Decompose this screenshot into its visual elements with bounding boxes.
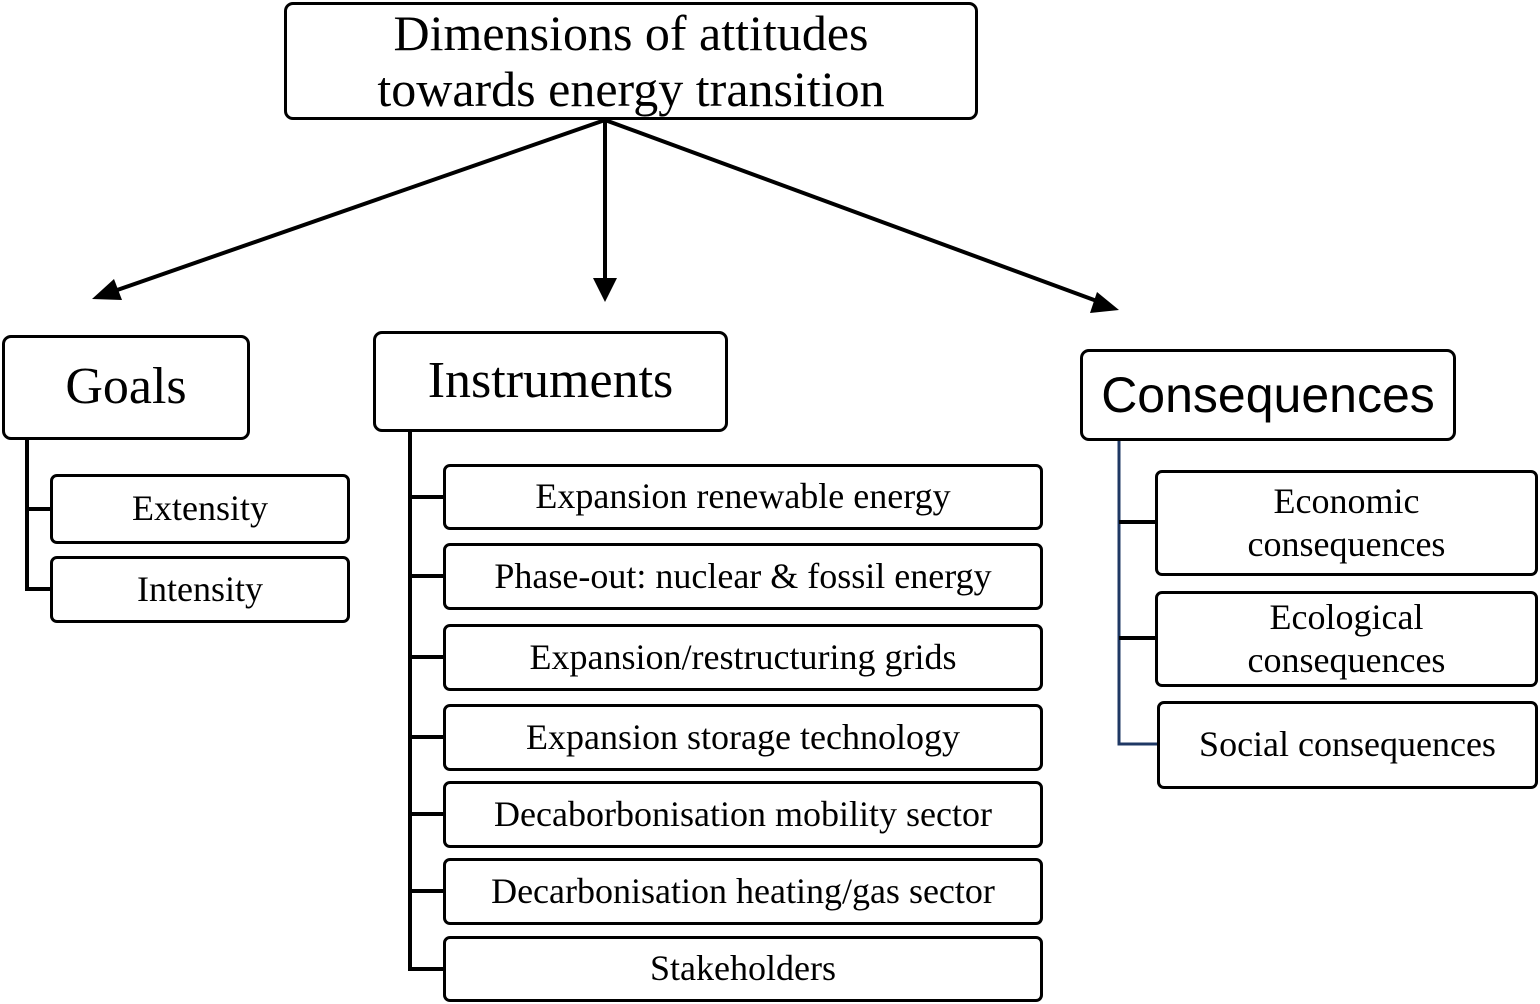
- instruments-item: Stakeholders: [443, 936, 1043, 1002]
- title-line-1: Dimensions of attitudes: [393, 5, 869, 61]
- consequences-bracket: [1117, 441, 1158, 746]
- consequences-item-social: Social consequences: [1157, 701, 1538, 789]
- instruments-item-label: Phase-out: nuclear & fossil energy: [494, 555, 992, 596]
- goals-bracket: [25, 438, 52, 591]
- arrowhead-instruments-icon: [593, 278, 617, 302]
- consequences-item-line-1: Social consequences: [1199, 724, 1496, 765]
- instruments-item: Decaborbonisation mobility sector: [443, 781, 1043, 848]
- consequences-item-ecological: Ecological consequences: [1155, 591, 1538, 687]
- instruments-item-label: Decaborbonisation mobility sector: [494, 793, 992, 834]
- title-box: Dimensions of attitudes towards energy t…: [284, 2, 978, 120]
- instruments-item-label: Decarbonisation heating/gas sector: [491, 870, 995, 911]
- consequences-item-line-2: consequences: [1247, 640, 1446, 680]
- goals-label: Goals: [65, 358, 187, 416]
- consequences-label: Consequences: [1101, 366, 1435, 423]
- goals-item-label: Extensity: [132, 488, 268, 529]
- consequences-item-line-1: Economic: [1273, 481, 1420, 521]
- consequences-item-line-1: Ecological: [1269, 597, 1424, 637]
- instruments-item-label: Expansion/restructuring grids: [529, 636, 957, 677]
- instruments-item: Expansion storage technology: [443, 704, 1043, 771]
- arrowhead-consequences-icon: [1090, 292, 1119, 313]
- goals-item-intensity: Intensity: [50, 556, 350, 623]
- instruments-item: Expansion renewable energy: [443, 464, 1043, 530]
- goals-item-label: Intensity: [137, 568, 263, 609]
- title-line-2: towards energy transition: [377, 61, 885, 117]
- instruments-item-label: Expansion storage technology: [526, 716, 960, 757]
- arrow-to-goals: [99, 118, 606, 298]
- consequences-item-economic: Economic consequences: [1155, 470, 1538, 576]
- instruments-bracket: [408, 430, 446, 971]
- arrowhead-goals-icon: [92, 279, 122, 300]
- instruments-item: Expansion/restructuring grids: [443, 624, 1043, 691]
- goals-box: Goals: [2, 335, 250, 440]
- instruments-item-label: Expansion renewable energy: [535, 476, 951, 517]
- instruments-item: Phase-out: nuclear & fossil energy: [443, 543, 1043, 610]
- goals-item-extensity: Extensity: [50, 474, 350, 544]
- instruments-box: Instruments: [373, 331, 728, 432]
- instruments-label: Instruments: [427, 352, 674, 410]
- instruments-item-label: Stakeholders: [650, 948, 836, 989]
- instruments-item: Decarbonisation heating/gas sector: [443, 858, 1043, 925]
- arrows: [92, 118, 1119, 313]
- arrow-to-consequences: [604, 118, 1106, 306]
- consequences-item-line-2: consequences: [1247, 524, 1446, 564]
- consequences-box: Consequences: [1080, 349, 1456, 441]
